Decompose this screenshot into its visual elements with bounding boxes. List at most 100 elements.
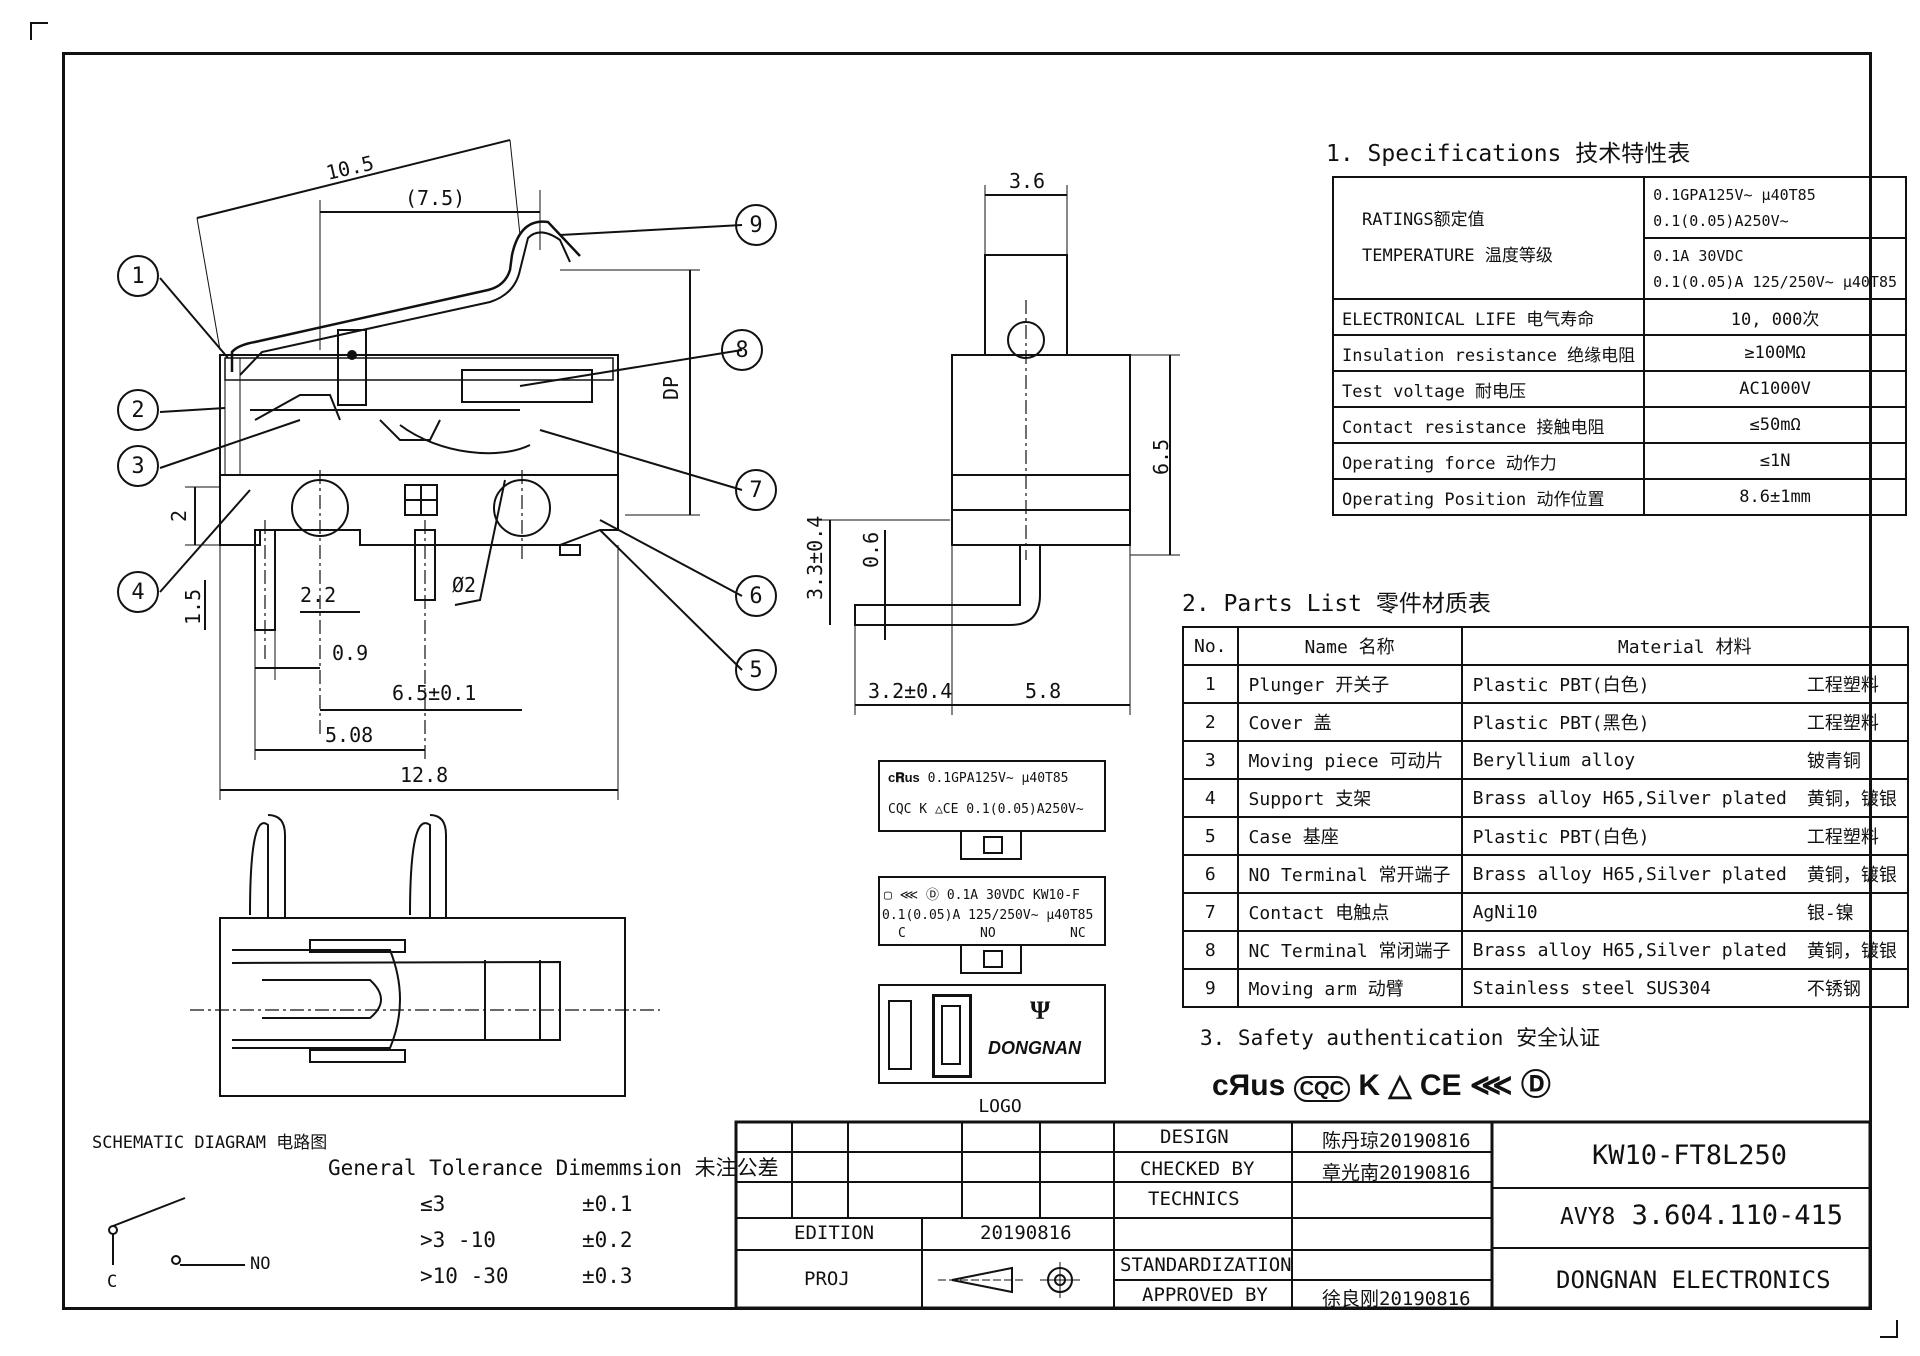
schematic-c-label: C	[107, 1272, 118, 1292]
design-value: 陈丹琼20190816	[1322, 1130, 1471, 1152]
safety-title: 3. Safety authentication 安全认证	[1200, 1026, 1601, 1050]
balloon-4: 4	[131, 580, 144, 605]
balloon-1: 1	[131, 264, 144, 289]
dim-7-5: (7.5)	[405, 186, 465, 210]
label2-c: C	[898, 926, 906, 941]
balloon-2: 2	[131, 398, 144, 423]
brand-logo-plate: Ψ DONGNAN	[878, 984, 1106, 1084]
tolerance-value-1: ±0.1	[582, 1192, 633, 1216]
spec-row: Insulation resistance 绝缘电阻≥100MΩ	[1331, 334, 1908, 372]
specifications-table: RATINGS额定值 TEMPERATURE 温度等级 0.1GPA125V~ …	[1331, 176, 1908, 516]
parts-list-title: 2. Parts List 零件材质表	[1182, 591, 1491, 617]
d-mark-icon: Ⓓ	[1520, 1069, 1551, 1102]
label2-nc: NC	[1070, 926, 1086, 941]
dim-5-8: 5.8	[1025, 679, 1061, 703]
dim-0-6: 0.6	[859, 532, 883, 568]
balloon-7: 7	[749, 478, 762, 503]
dongnan-logo-icon: Ψ	[1030, 996, 1051, 1025]
part-number: KW10-FT8L250	[1592, 1140, 1788, 1171]
balloon-3: 3	[131, 454, 144, 479]
label1-line1: 0.1GPA125V~ μ40T85	[927, 771, 1069, 786]
label2-line2: 0.1(0.05)A 125/250V~ μ40T85	[882, 908, 1094, 923]
approved-value: 徐良刚20190816	[1322, 1288, 1471, 1310]
spec-ratings-temp-cell: RATINGS额定值 TEMPERATURE 温度等级	[1331, 176, 1646, 300]
dim-5-08: 5.08	[325, 723, 373, 747]
label1-line2: 0.1(0.05)A250V~	[966, 802, 1084, 817]
mechanical-drawing: 10.5 (7.5) DP 2 2.2 1.5 Ø2 0.9 6.5±0.1 5…	[108, 139, 1180, 1266]
spec-ratings-label: RATINGS额定值	[1362, 210, 1485, 230]
label-cert-1: c𝐑us 0.1GPA125V~ μ40T85 CQC K △CE 0.1(0.…	[878, 760, 1106, 832]
tolerance-value-2: ±0.2	[582, 1228, 633, 1252]
balloon-9: 9	[749, 213, 762, 238]
dim-2-2: 2.2	[300, 583, 336, 607]
edition-value: 20190816	[980, 1222, 1072, 1244]
tolerance-title: General Tolerance Dimemmsion 未注公差	[328, 1156, 779, 1180]
proj-label: PROJ	[804, 1268, 850, 1290]
spec-ratings-value: 0.1GPA125V~ μ40T85 0.1(0.05)A250V~	[1643, 176, 1908, 239]
dim-1-5: 1.5	[181, 589, 205, 625]
label2-no: NO	[980, 926, 996, 941]
dim-3-3: 3.3±0.4	[803, 516, 827, 600]
ul-mark-icon: cЯus	[1212, 1069, 1286, 1102]
label-tab-1	[960, 830, 1022, 860]
corner-mark-bottom-right	[1880, 1320, 1898, 1338]
balloon-5: 5	[749, 658, 762, 683]
balloon-6: 6	[749, 584, 762, 609]
triangle-mark-icon: △	[1388, 1069, 1412, 1102]
tolerance-range-2: >3 -10	[420, 1228, 496, 1252]
dim-3-6: 3.6	[1009, 169, 1045, 193]
kc-mark-icon: K	[1358, 1069, 1381, 1102]
checked-value: 章光南20190816	[1322, 1162, 1471, 1184]
spec-row: Operating force 动作力≤1N	[1331, 442, 1908, 480]
schematic-title: SCHEMATIC DIAGRAM 电路图	[92, 1133, 328, 1153]
dim-2: 2	[167, 510, 191, 522]
approved-label: APPROVED BY	[1142, 1284, 1268, 1306]
label-tab-2	[960, 944, 1022, 974]
tolerance-range-1: ≤3	[420, 1192, 446, 1216]
standardization-label: STANDARDIZATION	[1120, 1254, 1292, 1276]
schematic-no-label: NO	[250, 1254, 271, 1274]
spec-temperature-value: 0.1A 30VDC 0.1(0.05)A 125/250V~ μ40T85	[1643, 237, 1908, 300]
label2-line1: 0.1A 30VDC KW10-F	[946, 888, 1080, 903]
edition-label: EDITION	[794, 1222, 875, 1244]
dim-0-9: 0.9	[332, 641, 368, 665]
ce-mark-icon: CE	[1419, 1069, 1462, 1102]
dim-3-2: 3.2±0.4	[868, 679, 952, 703]
doc-number: AVY8 3.604.110-415	[1560, 1200, 1843, 1231]
doc-prefix: AVY8	[1560, 1204, 1616, 1230]
dim-12-8: 12.8	[400, 763, 448, 787]
dim-6-5: 6.5±0.1	[392, 681, 476, 705]
label1-prefix: CQC	[888, 802, 912, 817]
dim-phi2: Ø2	[452, 573, 476, 597]
dim-dp: DP	[659, 376, 683, 400]
tolerance-range-3: >10 -30	[420, 1264, 509, 1288]
checked-label: CHECKED BY	[1140, 1158, 1255, 1180]
spec-row: Contact resistance 接触电阻≤50mΩ	[1331, 406, 1908, 444]
technics-label: TECHNICS	[1148, 1188, 1240, 1210]
doc-number-value: 3.604.110-415	[1631, 1200, 1843, 1231]
spec-temperature-label: TEMPERATURE 温度等级	[1362, 246, 1553, 266]
specifications-title: 1. Specifications 技术特性表	[1326, 141, 1691, 167]
label-cert-2: ▢ ⋘ Ⓓ 0.1A 30VDC KW10-F 0.1(0.05)A 125/2…	[878, 876, 1106, 946]
parts-header-row: No. Name 名称 Material 材料	[1182, 626, 1909, 666]
balloon-8: 8	[735, 338, 748, 363]
tolerance-value-3: ±0.3	[582, 1264, 633, 1288]
design-label: DESIGN	[1160, 1126, 1229, 1148]
certification-marks: cЯus CQC K △ CE ⋘ Ⓓ	[1212, 1060, 1612, 1104]
cqc-mark-icon: CQC	[1293, 1076, 1351, 1102]
company-name: DONGNAN ELECTRONICS	[1556, 1266, 1831, 1294]
dim-6-5-side: 6.5	[1149, 439, 1173, 475]
brand-name: DONGNAN	[988, 1038, 1081, 1058]
